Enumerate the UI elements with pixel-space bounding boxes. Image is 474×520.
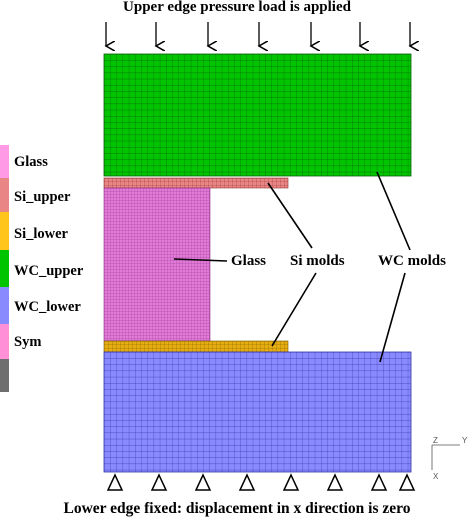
legend-label-wc-upper: WC_upper	[14, 263, 84, 279]
top-caption: Upper edge pressure load is applied	[123, 0, 351, 15]
legend-label-wc-lower: WC_lower	[14, 299, 81, 315]
legend-swatch-extra	[0, 359, 9, 392]
callout-si-molds: Si molds	[290, 253, 345, 269]
support-triangle	[106, 473, 124, 491]
pressure-load-arrows	[106, 22, 410, 46]
axis-z-label: Z	[433, 436, 438, 445]
glass-preform	[103, 187, 211, 342]
legend-swatch-wc-lower	[0, 287, 9, 324]
legend-label-si-lower: Si_lower	[14, 226, 68, 242]
bottom-caption: Lower edge fixed: displacement in x dire…	[63, 500, 411, 517]
si-upper-leader	[267, 182, 313, 249]
legend-label-sym: Sym	[14, 334, 42, 350]
legend-swatch-si-lower	[0, 212, 9, 250]
legend-swatch-sym	[0, 324, 9, 359]
wc-upper-leader	[376, 171, 411, 251]
si-lower-leader	[271, 272, 317, 347]
si-upper-mold	[103, 177, 289, 189]
fixed-supports	[106, 473, 416, 491]
si-lower-mold	[103, 340, 289, 353]
wc-upper-mold	[103, 53, 412, 177]
support-triangle	[326, 473, 344, 491]
callout-wc-molds: WC molds	[378, 253, 446, 269]
wc-lower-mold	[103, 351, 412, 473]
support-triangle	[370, 473, 388, 491]
legend-label-si-upper: Si_upper	[14, 189, 71, 205]
axis-y-label: Y	[462, 436, 468, 445]
callout-glass: Glass	[231, 253, 267, 269]
wc-lower-leader	[379, 272, 406, 363]
legend-label-glass: Glass	[14, 154, 48, 170]
support-triangle	[238, 473, 256, 491]
axis-x-label: X	[433, 472, 439, 481]
support-triangle	[282, 473, 300, 491]
legend-color-strip	[0, 145, 9, 392]
support-triangle	[194, 473, 212, 491]
axis-triad	[431, 444, 460, 470]
glass-leader	[173, 258, 228, 262]
support-triangle	[150, 473, 168, 491]
support-triangle	[398, 473, 416, 491]
legend-swatch-si-upper	[0, 178, 9, 212]
legend-swatch-wc-upper	[0, 250, 9, 287]
callout-leaders	[173, 171, 411, 363]
legend-swatch-glass	[0, 145, 9, 178]
